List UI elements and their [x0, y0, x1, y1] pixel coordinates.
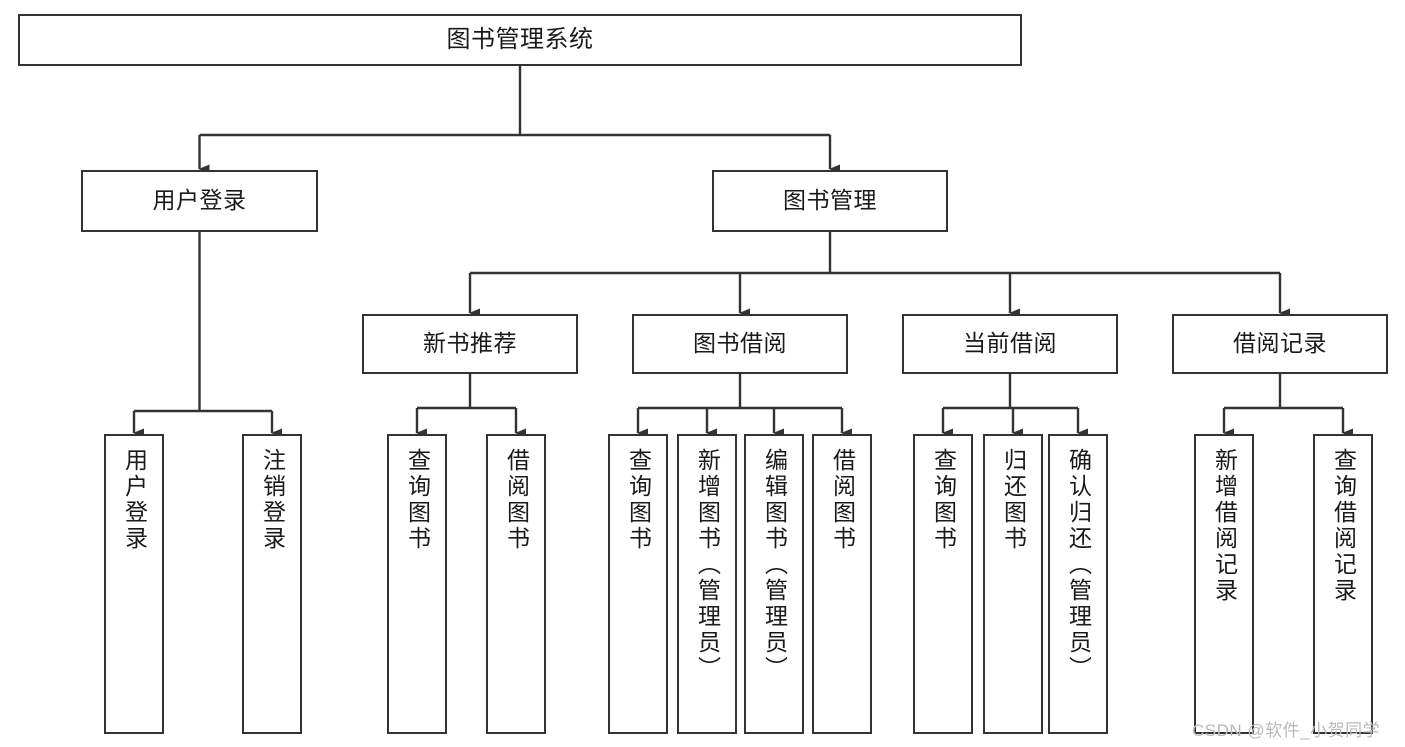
node-label: 编辑图书（管理员） — [761, 448, 788, 682]
node-leaf-edit-book[interactable]: 编辑图书（管理员） — [744, 434, 804, 734]
node-label: 查询借阅记录 — [1330, 448, 1357, 604]
node-label: 新书推荐 — [423, 330, 517, 357]
node-label: 借阅记录 — [1233, 330, 1327, 357]
node-label: 确认归还（管理员） — [1065, 448, 1092, 682]
node-leaf-query-1[interactable]: 查询图书 — [387, 434, 447, 734]
node-borrow-record[interactable]: 借阅记录 — [1172, 314, 1388, 374]
node-label: 图书借阅 — [693, 330, 787, 357]
node-leaf-borrow-1[interactable]: 借阅图书 — [486, 434, 546, 734]
node-leaf-add-rec[interactable]: 新增借阅记录 — [1194, 434, 1254, 734]
node-new-book-rec[interactable]: 新书推荐 — [362, 314, 578, 374]
node-leaf-borrow-2[interactable]: 借阅图书 — [812, 434, 872, 734]
node-label: 当前借阅 — [963, 330, 1057, 357]
node-label: 注销登录 — [259, 448, 286, 552]
node-leaf-query-rec[interactable]: 查询借阅记录 — [1313, 434, 1373, 734]
node-label: 查询图书 — [404, 448, 431, 552]
node-label: 借阅图书 — [503, 448, 530, 552]
node-user-login[interactable]: 用户登录 — [81, 170, 318, 232]
node-leaf-confirm[interactable]: 确认归还（管理员） — [1048, 434, 1108, 734]
node-root[interactable]: 图书管理系统 — [18, 14, 1022, 66]
node-label: 用户登录 — [121, 448, 148, 552]
node-leaf-query-3[interactable]: 查询图书 — [913, 434, 973, 734]
node-label: 查询图书 — [930, 448, 957, 552]
node-label: 图书管理系统 — [446, 25, 594, 53]
node-current-borrow[interactable]: 当前借阅 — [902, 314, 1118, 374]
node-leaf-add-book[interactable]: 新增图书（管理员） — [677, 434, 737, 734]
node-label: 查询图书 — [625, 448, 652, 552]
node-label: 新增图书（管理员） — [694, 448, 721, 682]
node-label: 用户登录 — [152, 187, 247, 214]
node-leaf-logout[interactable]: 注销登录 — [242, 434, 302, 734]
csdn-watermark: CSDN @软件_小贺同学 — [1192, 721, 1381, 740]
node-label: 归还图书 — [1000, 448, 1027, 552]
node-label: 新增借阅记录 — [1211, 448, 1238, 604]
node-label: 借阅图书 — [829, 448, 856, 552]
node-leaf-return[interactable]: 归还图书 — [983, 434, 1043, 734]
node-label: 图书管理 — [783, 187, 877, 214]
node-book-borrow[interactable]: 图书借阅 — [632, 314, 848, 374]
node-leaf-query-2[interactable]: 查询图书 — [608, 434, 668, 734]
node-leaf-user-login[interactable]: 用户登录 — [104, 434, 164, 734]
edge-group — [132, 66, 1353, 438]
node-book-manage[interactable]: 图书管理 — [712, 170, 948, 232]
